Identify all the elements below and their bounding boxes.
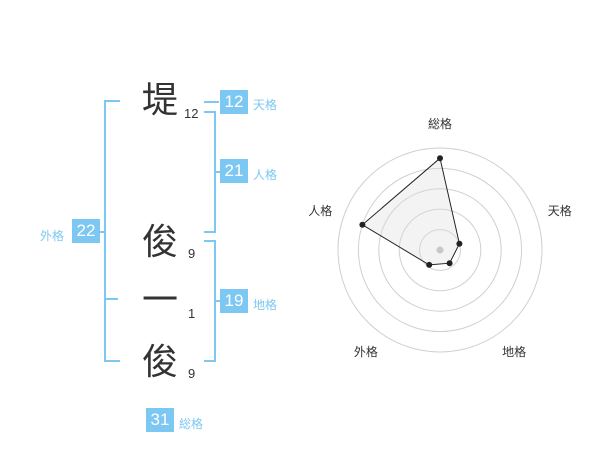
tenkaku-badge: 12 xyxy=(220,90,248,114)
radar-point-1 xyxy=(456,240,463,247)
radar-axis-label-4: 人格 xyxy=(308,203,332,218)
tenkaku-connector xyxy=(204,101,219,103)
name-char-2: 俊 xyxy=(142,222,179,263)
chikaku-connector xyxy=(216,300,220,302)
gaikaku-label: 外格 xyxy=(40,229,65,243)
radar-series-polygon xyxy=(361,157,460,266)
stroke-count-4: 9 xyxy=(188,366,196,381)
radar-center xyxy=(436,246,444,254)
name-char-4: 俊 xyxy=(142,342,179,383)
name-char-3: 一 xyxy=(142,280,179,321)
jinkaku-label: 人格 xyxy=(253,168,278,182)
radar-axis-label-2: 地格 xyxy=(502,344,526,359)
radar-ring-4 xyxy=(357,167,523,333)
radar-ring-3 xyxy=(378,188,502,312)
radar-ring-5 xyxy=(337,147,543,353)
radar-point-2 xyxy=(446,260,453,267)
soukaku-badge: 31 xyxy=(146,408,174,432)
stroke-count-3: 1 xyxy=(188,306,196,321)
radar-ring-2 xyxy=(398,208,482,292)
chikaku-bracket xyxy=(204,240,216,362)
stroke-count-1: 12 xyxy=(184,106,199,121)
radar-point-0 xyxy=(437,155,443,162)
chikaku-badge: 19 xyxy=(220,289,248,313)
chikaku-label: 地格 xyxy=(253,298,278,312)
gaikaku-badge: 22 xyxy=(72,219,100,243)
stroke-count-2: 9 xyxy=(188,246,196,261)
radar-axis-label-1: 天格 xyxy=(548,203,572,218)
soukaku-label: 総格 xyxy=(179,417,204,431)
radar-axis-label-0: 総格 xyxy=(428,116,452,131)
radar-axis-label-3: 外格 xyxy=(354,344,378,359)
jinkaku-bracket xyxy=(204,111,216,233)
gaikaku-connector xyxy=(99,231,104,233)
gaikaku-bracket xyxy=(104,100,120,362)
gaikaku-bracket-mid xyxy=(104,298,118,300)
tenkaku-label: 天格 xyxy=(253,98,278,112)
jinkaku-connector xyxy=(216,171,220,173)
radar-point-3 xyxy=(426,261,433,268)
radar-point-4 xyxy=(359,221,366,228)
name-char-1: 堤 xyxy=(142,80,179,121)
radar-ring-1 xyxy=(419,229,461,271)
jinkaku-badge: 21 xyxy=(220,159,248,183)
